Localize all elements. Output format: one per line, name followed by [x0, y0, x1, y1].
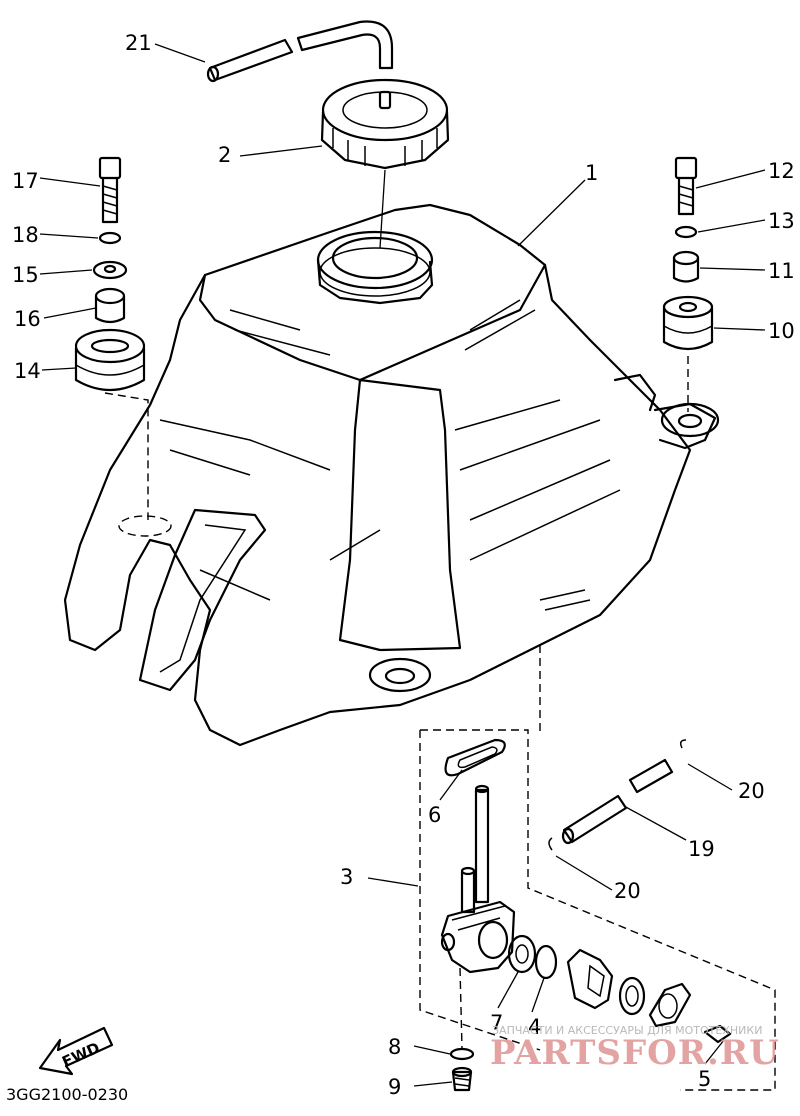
callout-5: 5 — [698, 1067, 711, 1091]
callout-6: 6 — [428, 803, 441, 827]
callout-labels: 21 2 17 18 15 16 14 1 12 13 11 10 3 6 7 … — [12, 31, 795, 1099]
callout-4: 4 — [528, 1015, 541, 1039]
breather-hose — [206, 20, 394, 83]
fwd-arrow-icon — [38, 1026, 114, 1076]
callout-17: 17 — [12, 169, 39, 193]
diagram-code: 3GG2100-0230 — [6, 1085, 128, 1104]
fuel-cap — [320, 78, 450, 249]
callout-21: 21 — [125, 31, 152, 55]
callout-12: 12 — [768, 159, 795, 183]
callout-16: 16 — [14, 307, 41, 331]
callout-7: 7 — [490, 1011, 503, 1035]
callout-13: 13 — [768, 209, 795, 233]
watermark-logo: PARTSFOR.RU — [490, 1033, 780, 1073]
callout-1: 1 — [585, 161, 598, 185]
right-mounting-parts — [662, 156, 714, 412]
callout-3: 3 — [340, 865, 353, 889]
left-mounting-parts — [74, 156, 149, 520]
fuel-tank — [63, 203, 720, 747]
callout-8: 8 — [388, 1035, 401, 1059]
callout-9: 9 — [388, 1075, 401, 1099]
fwd-label: FWD — [59, 1039, 102, 1071]
callout-20-upper: 20 — [738, 779, 765, 803]
callout-11: 11 — [768, 259, 795, 283]
callout-14: 14 — [14, 359, 41, 383]
callout-15: 15 — [12, 263, 39, 287]
callout-20-lower: 20 — [614, 879, 641, 903]
callout-19: 19 — [688, 837, 715, 861]
fuel-cock-assembly — [419, 645, 776, 1092]
watermark-text: ЗАПЧАСТИ И АКСЕССУАРЫ ДЛЯ МОТОТЕХНИКИ — [492, 1024, 762, 1037]
leader-lines — [39, 43, 766, 1087]
callout-18: 18 — [12, 223, 39, 247]
callout-10: 10 — [768, 319, 795, 343]
fuel-hose — [548, 739, 687, 851]
callout-2: 2 — [218, 143, 231, 167]
